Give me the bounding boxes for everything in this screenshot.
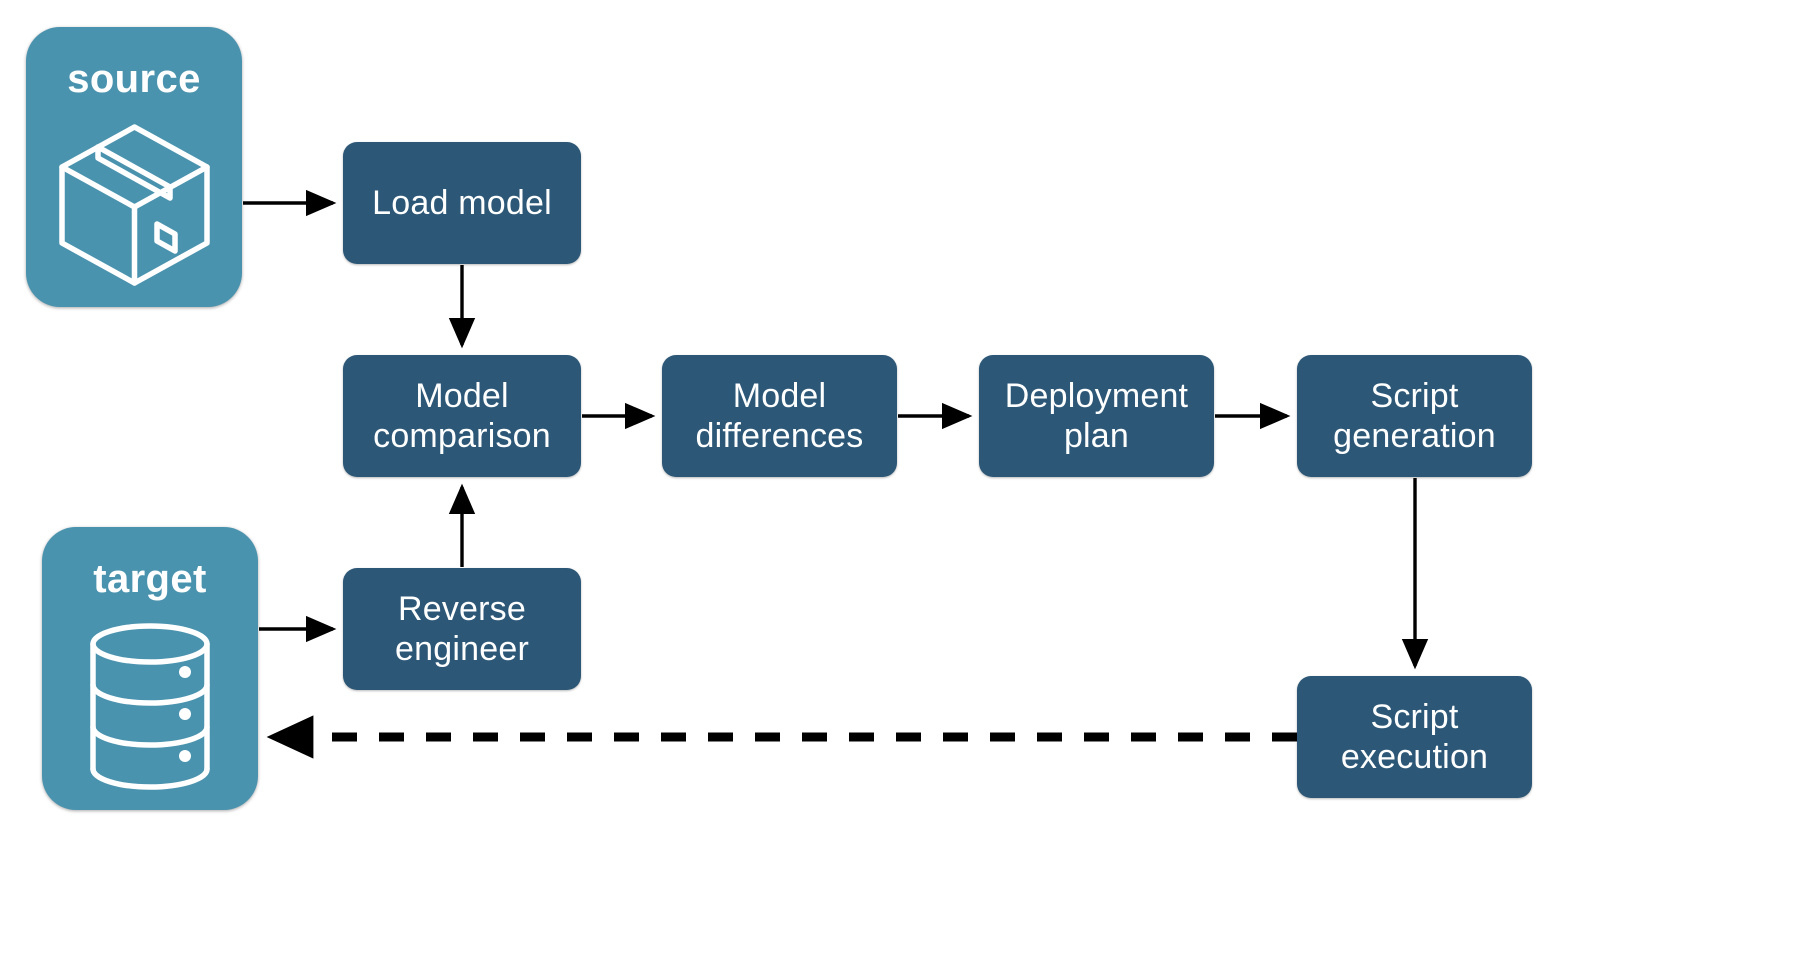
process-model-comparison[interactable]: Model comparison xyxy=(343,355,581,477)
process-model-differences[interactable]: Model differences xyxy=(662,355,897,477)
package-box-icon xyxy=(26,102,242,307)
endpoint-source-label: source xyxy=(67,57,201,101)
endpoint-target-label: target xyxy=(93,557,207,601)
process-reverse-engineer-label: Reverse engineer xyxy=(395,589,529,668)
process-load-model[interactable]: Load model xyxy=(343,142,581,264)
endpoint-source[interactable]: source xyxy=(26,27,242,307)
database-cylinder-icon xyxy=(42,602,258,810)
process-load-model-label: Load model xyxy=(372,183,552,222)
process-script-execution[interactable]: Script execution xyxy=(1297,676,1532,798)
endpoint-target[interactable]: target xyxy=(42,527,258,810)
process-script-generation-label: Script generation xyxy=(1333,376,1496,455)
process-deployment-plan-label: Deployment plan xyxy=(1004,376,1189,455)
process-script-execution-label: Script execution xyxy=(1340,697,1489,776)
process-reverse-engineer[interactable]: Reverse engineer xyxy=(343,568,581,690)
process-script-generation[interactable]: Script generation xyxy=(1297,355,1532,477)
process-model-differences-label: Model differences xyxy=(695,376,864,455)
process-deployment-plan[interactable]: Deployment plan xyxy=(979,355,1214,477)
process-model-comparison-label: Model comparison xyxy=(373,376,551,455)
